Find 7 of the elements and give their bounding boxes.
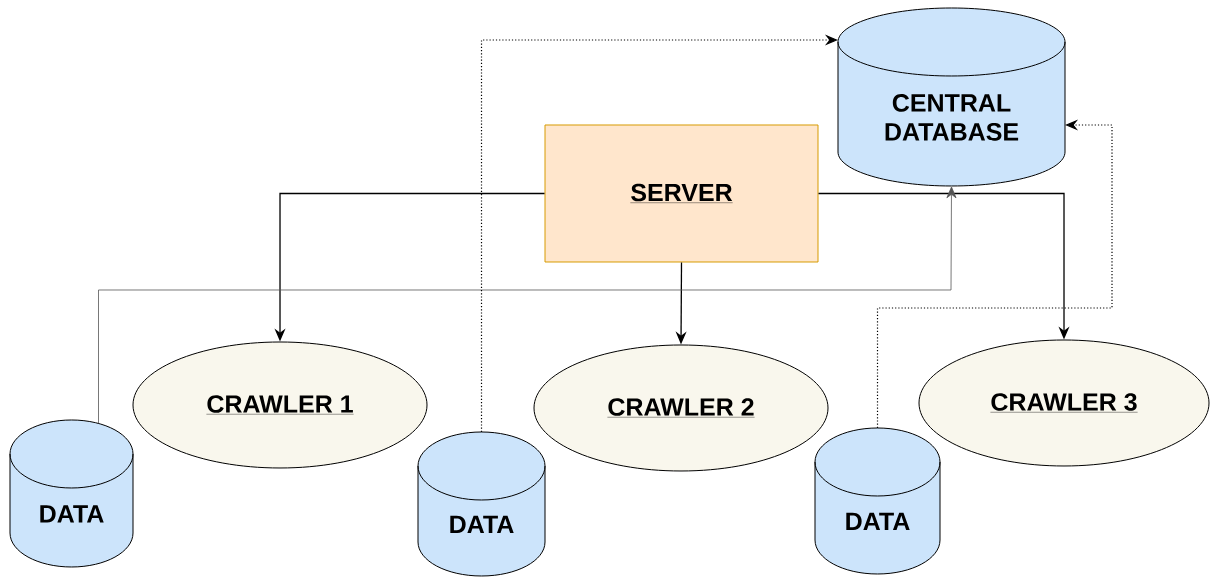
database-cylinder: CENTRAL DATABASE	[837, 7, 1066, 187]
database-cylinder: DATA	[417, 431, 546, 577]
arrow	[480, 34, 838, 433]
server-box: SERVER	[544, 124, 819, 263]
database-cylinder: DATA	[814, 427, 941, 575]
database-cylinder: DATA	[9, 419, 134, 568]
arrow	[98, 186, 957, 424]
